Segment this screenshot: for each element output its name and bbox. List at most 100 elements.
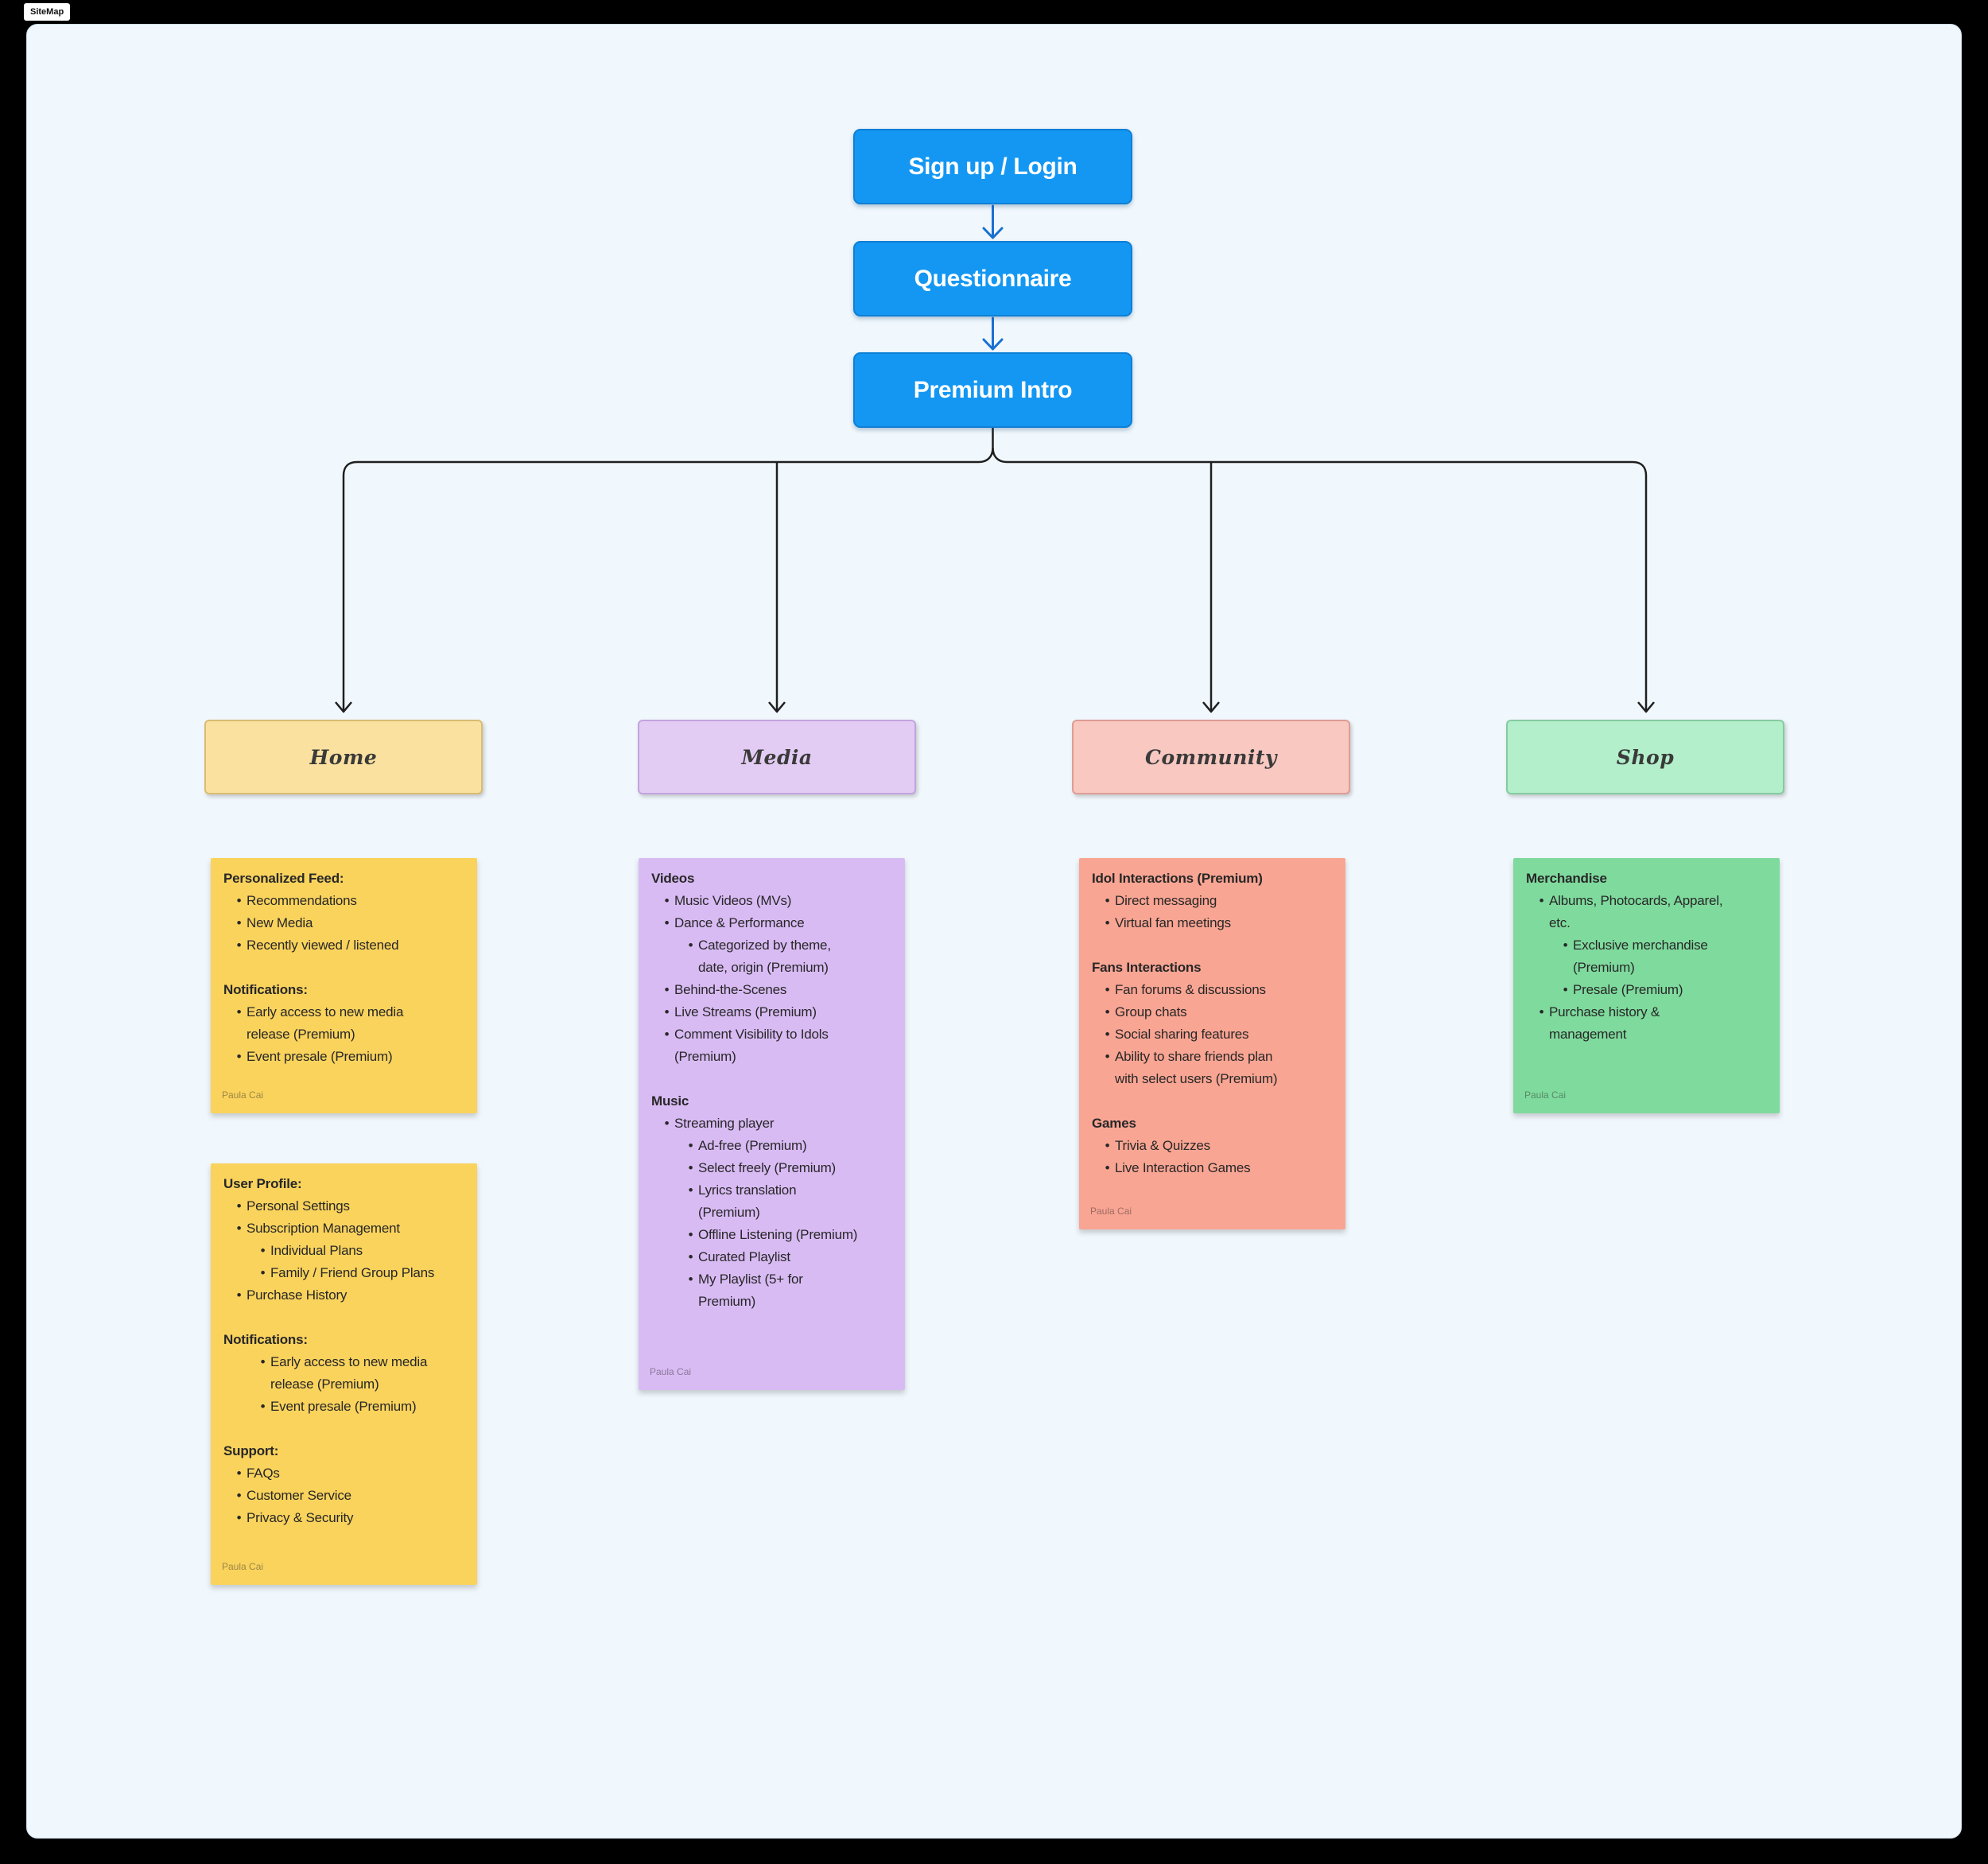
bullet-icon: • (664, 1004, 670, 1019)
note-bullet-item: •New Media (222, 912, 468, 934)
note-author: Paula Cai (1524, 1089, 1567, 1101)
note-author: Paula Cai (222, 1089, 264, 1101)
note-section: Notifications:•Early access to new media… (222, 979, 468, 1068)
category-box-community[interactable]: Community (1072, 720, 1350, 794)
note-item-text: Privacy & Security (247, 1510, 354, 1525)
note-bullet-item: •Trivia & Quizzes (1090, 1135, 1336, 1157)
note-bullet-item: •Social sharing features (1090, 1023, 1336, 1046)
note-section: Music •Streaming player•Ad-free (Premium)… (650, 1090, 895, 1313)
flow-step-signup[interactable]: Sign up / Login (853, 129, 1132, 204)
category-box-media[interactable]: Media (638, 720, 916, 794)
bullet-icon: • (236, 1004, 242, 1019)
note-bullet-item: • Offline Listening (Premium) (650, 1224, 895, 1246)
note-item-text: Group chats (1115, 1004, 1187, 1019)
note-bullet-item: • Group chats (1090, 1001, 1336, 1023)
note-item-text: Exclusive merchandise (Premium) (1573, 938, 1708, 975)
note-item-text: Subscription Management (247, 1221, 400, 1236)
flow-step-questionnaire[interactable]: Questionnaire (853, 241, 1132, 316)
sticky-note-home-1[interactable]: Personalized Feed:•Recommendations•New M… (211, 858, 477, 1113)
note-item-text: Purchase History (247, 1287, 348, 1303)
note-section: Personalized Feed:•Recommendations•New M… (222, 868, 468, 957)
bullet-icon: • (1539, 1004, 1544, 1019)
note-section: User Profile: •Personal Settings • Subscrip… (222, 1173, 468, 1307)
note-bullet-item: •Direct messaging (1090, 890, 1336, 912)
sticky-note-home-2[interactable]: User Profile:•Personal Settings•Subscrip… (211, 1163, 477, 1585)
note-item-text: Categorized by theme, date, origin (Prem… (698, 938, 831, 975)
note-item-text: Fan forums & discussions (1115, 982, 1266, 997)
note-author: Paula Cai (1090, 1206, 1132, 1217)
sitemap-tab[interactable]: SiteMap (24, 3, 71, 21)
bullet-icon: • (1105, 982, 1110, 997)
note-item-text: Early access to new media release (Premi… (247, 1004, 404, 1042)
note-item-text: My Playlist (5+ for Premium) (698, 1272, 803, 1309)
note-bullet-item: •Personal Settings (222, 1195, 468, 1217)
note-bullet-item: •Dance & Performance (650, 912, 895, 934)
bullet-icon: • (1105, 915, 1110, 930)
note-bullet-item: •Event presale (Premium) (222, 1396, 468, 1418)
note-item-text: Lyrics translation (Premium) (698, 1182, 797, 1220)
note-section: Support:•FAQs•Customer Service•Privacy &… (222, 1440, 468, 1529)
note-item-text: Early access to new media release (Premi… (270, 1354, 428, 1392)
note-section-title: Videos (651, 871, 695, 886)
note-item-text: Customer Service (247, 1488, 351, 1503)
bullet-icon: • (236, 938, 242, 953)
bullet-icon: • (1105, 1004, 1110, 1019)
note-bullet-item: •Purchase history & management (1524, 1001, 1770, 1046)
note-item-text: Direct messaging (1115, 893, 1217, 908)
bullet-icon: • (260, 1399, 266, 1414)
bullet-icon: • (688, 1227, 693, 1242)
category-label-media: Media (741, 745, 813, 769)
bullet-icon: • (260, 1354, 266, 1369)
category-box-home[interactable]: Home (204, 720, 483, 794)
note-bullet-item: •Categorized by theme, date, origin (Pre… (650, 934, 895, 979)
sticky-note-media[interactable]: Videos • Music Videos (MVs) •Dance & Perfor… (639, 858, 905, 1390)
note-item-text: Presale (Premium) (1573, 982, 1683, 997)
bullet-icon: • (688, 1182, 693, 1198)
note-bullet-item: •Live Streams (Premium) (650, 1001, 895, 1023)
note-author: Paula Cai (650, 1366, 692, 1377)
note-section-title: Games (1092, 1116, 1136, 1131)
note-bullet-item: •Ad-free (Premium) (650, 1135, 895, 1157)
flow-step-premium-intro[interactable]: Premium Intro (853, 352, 1132, 428)
sticky-note-community[interactable]: Idol Interactions (Premium)•Direct messa… (1079, 858, 1345, 1229)
bullet-icon: • (664, 1027, 670, 1042)
note-item-text: New Media (247, 915, 313, 930)
bullet-icon: • (236, 893, 242, 908)
note-bullet-item: • Privacy & Security (222, 1507, 468, 1529)
note-item-text: Recently viewed / listened (247, 938, 399, 953)
note-bullet-item: •Streaming player (650, 1113, 895, 1135)
note-item-text: Offline Listening (Premium) (698, 1227, 858, 1242)
bullet-icon: • (236, 1466, 242, 1481)
note-section-title: Notifications: (223, 1332, 308, 1347)
category-label-community: Community (1145, 745, 1277, 769)
note-item-text: Music Videos (MVs) (674, 893, 792, 908)
note-section: Videos • Music Videos (MVs) •Dance & Perfor… (650, 868, 895, 1068)
note-item-text: Behind-the-Scenes (674, 982, 787, 997)
note-bullet-item: • Live Interaction Games (1090, 1157, 1336, 1179)
bullet-icon: • (260, 1243, 266, 1258)
bullet-icon: • (664, 915, 670, 930)
bullet-icon: • (236, 1510, 242, 1525)
note-bullet-item: •Exclusive merchandise (Premium) (1524, 934, 1770, 979)
note-section-title: Support: (223, 1443, 279, 1458)
note-bullet-item: •Ability to share friends plan with sele… (1090, 1046, 1336, 1090)
sticky-note-shop[interactable]: Merchandise •Albums, Photocards, Apparel,… (1513, 858, 1780, 1113)
bullet-icon: • (1563, 982, 1568, 997)
note-section: Idol Interactions (Premium)•Direct messa… (1090, 868, 1336, 934)
note-section-title: User Profile: (223, 1176, 302, 1191)
note-item-text: Trivia & Quizzes (1115, 1138, 1210, 1153)
note-item-text: Individual Plans (270, 1243, 363, 1258)
flow-step-label: Questionnaire (914, 265, 1072, 292)
note-section-title: Music (651, 1093, 689, 1109)
note-bullet-item: •Virtual fan meetings (1090, 912, 1336, 934)
category-box-shop[interactable]: Shop (1506, 720, 1784, 794)
note-author: Paula Cai (222, 1561, 264, 1572)
note-section-title: Merchandise (1526, 871, 1607, 886)
note-bullet-item: •Albums, Photocards, Apparel, etc. (1524, 890, 1770, 934)
note-section-title: Fans Interactions (1092, 960, 1202, 975)
bullet-icon: • (1105, 1160, 1110, 1175)
note-bullet-item: •Select freely (Premium) (650, 1157, 895, 1179)
note-item-text: Personal Settings (247, 1198, 350, 1214)
note-bullet-item: • Lyrics translation (Premium) (650, 1179, 895, 1224)
note-item-text: Live Interaction Games (1115, 1160, 1251, 1175)
